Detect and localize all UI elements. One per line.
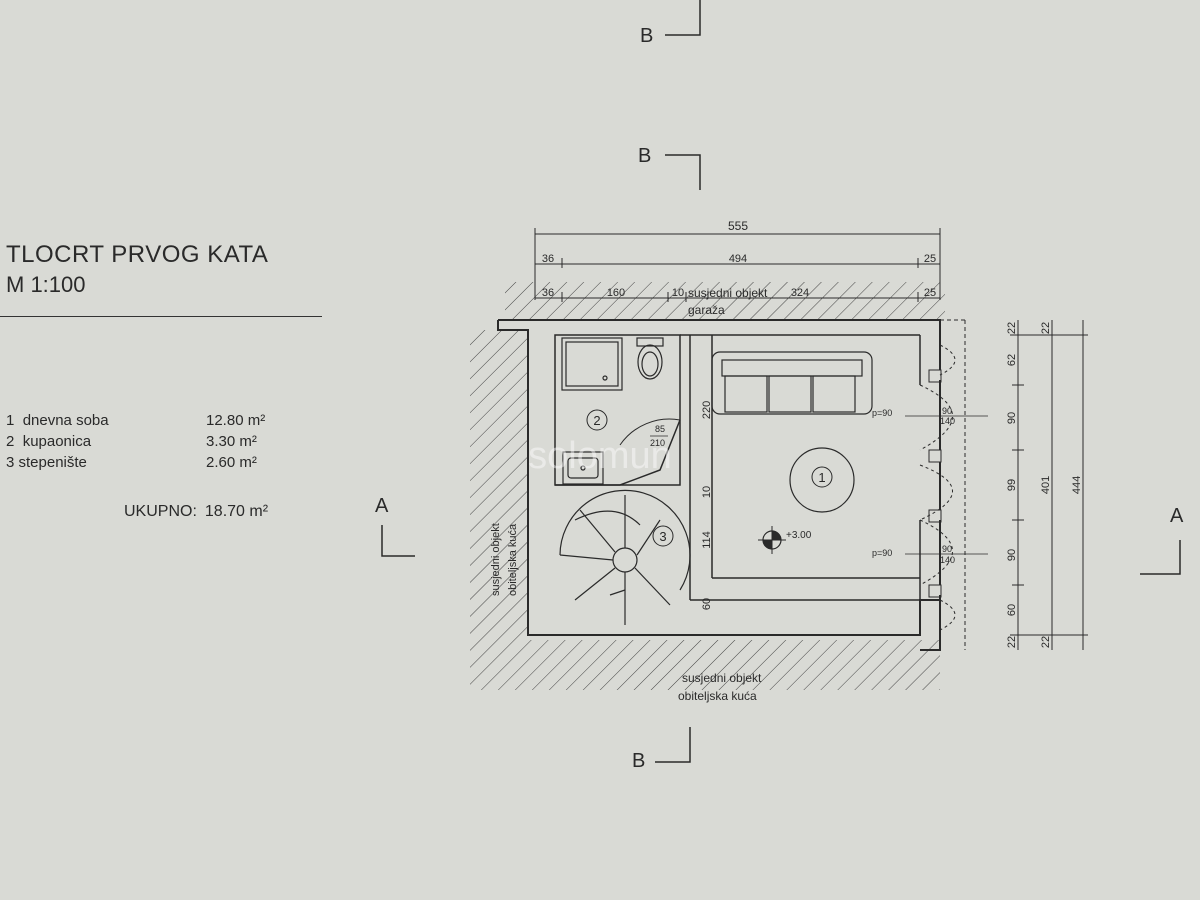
neighbour-bottom-line2: obiteljska kuća — [678, 689, 757, 703]
dim-right-inner: 62 — [1006, 354, 1018, 366]
windows — [919, 319, 966, 650]
right-dimension-lines — [1010, 320, 1088, 650]
section-marks — [381, 0, 1181, 763]
neighbour-hatch-top — [505, 282, 945, 320]
top-dimension-lines — [534, 228, 941, 302]
dim-top-row2: 494 — [729, 253, 747, 265]
dim-top-row3: 324 — [791, 287, 809, 299]
dim-right-inner: 90 — [1006, 412, 1018, 424]
door-height-label: 210 — [650, 438, 665, 448]
dim-right-inner: 90 — [1006, 549, 1018, 561]
window-label-1-top: 90 — [942, 406, 952, 416]
dim-interior: 114 — [701, 531, 713, 549]
dim-top-row2: 25 — [924, 253, 936, 265]
neighbour-hatch-bottom — [470, 640, 940, 690]
svg-text:2: 2 — [593, 413, 600, 428]
room-area: 3.30 m² — [206, 433, 257, 450]
dim-right-inner: 99 — [1006, 479, 1018, 491]
window-label-1-bottom: 140 — [940, 416, 955, 426]
room-area: 12.80 m² — [206, 412, 266, 429]
watermark: solomun — [528, 435, 672, 477]
room-area: 2.60 m² — [206, 454, 257, 471]
svg-text:3: 3 — [659, 529, 666, 544]
plan-title: TLOCRT PRVOG KATA — [6, 241, 269, 268]
dim-right-inner: 22 — [1006, 636, 1018, 648]
dim-interior: 10 — [701, 486, 713, 498]
neighbour-top-line1: susjedni objekt — [688, 286, 768, 300]
room-label: 3 stepenište — [6, 454, 87, 471]
dim-right-outer-end: 22 — [1040, 322, 1052, 334]
dim-right-inner: 60 — [1006, 604, 1018, 616]
dim-top-row3: 25 — [924, 287, 936, 299]
dim-top-row2: 36 — [542, 253, 554, 265]
dim-top-total: 555 — [728, 219, 748, 233]
window-label-2: p=90 — [872, 548, 892, 558]
shower-tray — [561, 337, 623, 391]
svg-text:1: 1 — [818, 470, 825, 485]
level-mark — [758, 526, 786, 554]
sink-icon — [562, 451, 604, 485]
bathroom-door-swing — [619, 418, 681, 446]
level-mark-label: +3.00 — [786, 530, 812, 541]
room-marker-3: 3 — [652, 525, 674, 547]
dim-interior: 220 — [701, 401, 713, 419]
dim-interior: 60 — [701, 598, 713, 610]
dim-right-inner: 22 — [1006, 322, 1018, 334]
room-row: 2 kupaonica 3.30 m² — [6, 433, 306, 454]
section-mark-b-bottom: B — [632, 750, 645, 772]
sofa — [711, 351, 873, 415]
neighbour-left-line1: susjedni objekt — [490, 523, 502, 596]
title-underline — [0, 316, 322, 317]
room-marker-1: 1 — [811, 466, 833, 488]
window-label-2-top: 90 — [942, 544, 952, 554]
dim-top-row3: 160 — [607, 287, 625, 299]
door-width-label: 85 — [655, 424, 665, 434]
section-mark-b-upper: B — [638, 145, 651, 167]
total-label: UKUPNO: — [124, 503, 197, 520]
window-label-1: p=90 — [872, 408, 892, 418]
dim-right-outer: 444 — [1071, 476, 1083, 494]
section-mark-a-right: A — [1170, 505, 1184, 527]
total-value: 18.70 m² — [204, 503, 269, 520]
room-row: 1 dnevna soba 12.80 m² — [6, 412, 306, 433]
title-block: TLOCRT PRVOG KATA M 1:100 — [6, 240, 326, 300]
section-mark-b-top: B — [640, 25, 653, 47]
neighbour-top-line2: garaža — [688, 303, 725, 317]
dim-top-row3: 36 — [542, 287, 554, 299]
room-row: 3 stepenište 2.60 m² — [6, 454, 306, 475]
room-list: 1 dnevna soba 12.80 m² 2 kupaonica 3.30 … — [6, 412, 306, 475]
room-label: 1 dnevna soba — [6, 412, 109, 429]
round-rug — [789, 447, 855, 513]
room-label: 2 kupaonica — [6, 433, 92, 450]
dim-right-mid: 401 — [1040, 476, 1052, 494]
total-area: UKUPNO: 18.70 m² — [124, 503, 276, 521]
plan-scale: M 1:100 — [6, 272, 86, 297]
neighbour-left-line2: obiteljska kuća — [507, 523, 519, 596]
room-marker-2: 2 — [586, 409, 608, 431]
dim-top-row3: 10 — [672, 287, 684, 299]
neighbour-bottom-line1: susjedni objekt — [682, 671, 762, 685]
window-label-2-bottom: 140 — [940, 555, 955, 565]
neighbour-hatch-left — [470, 330, 528, 640]
section-mark-a-left: A — [375, 495, 389, 517]
spiral-staircase — [559, 489, 691, 625]
toilet-icon — [636, 337, 664, 380]
dim-right-outer-end: 22 — [1040, 636, 1052, 648]
